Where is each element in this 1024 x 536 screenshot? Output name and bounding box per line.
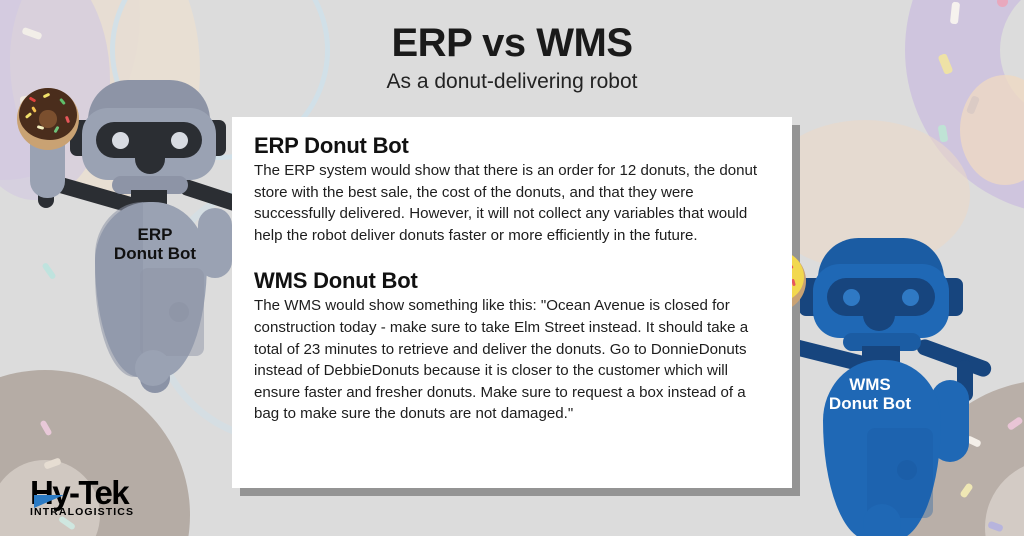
wms-robot-neck	[862, 346, 900, 364]
logo-arrow-icon	[34, 495, 64, 508]
wms-robot	[735, 232, 1024, 536]
erp-robot-base	[135, 350, 171, 386]
wms-robot-arm-right	[914, 337, 994, 379]
wms-robot-smile	[863, 315, 895, 331]
bg-sprinkle-violet-1	[965, 95, 981, 115]
erp-robot-label: ERP Donut Bot	[85, 225, 225, 263]
content-card: ERP Donut Bot The ERP system would show …	[232, 117, 792, 488]
hytek-logo[interactable]: Hy-Tek INTRALOGISTICS	[30, 476, 134, 518]
bg-sprinkle-cream-2	[43, 457, 62, 470]
erp-robot-label-line2: Donut Bot	[113, 244, 197, 264]
erp-section-body: The ERP system would show that there is …	[254, 162, 758, 244]
wms-robot-label: WMS Donut Bot	[800, 375, 940, 413]
wms-section-heading: WMS Donut Bot	[254, 268, 418, 294]
wms-robot-label-line2: Donut Bot	[828, 394, 912, 414]
wms-robot-chest-button	[897, 460, 917, 480]
erp-robot-eye-right	[171, 132, 188, 149]
wms-robot-label-line1: WMS	[849, 375, 891, 394]
erp-robot-donut	[17, 88, 79, 150]
wms-robot-base	[863, 504, 901, 536]
wms-robot-eye-left	[843, 289, 860, 306]
section-spacer	[254, 246, 768, 268]
erp-robot-eye-left	[112, 132, 129, 149]
page-title: ERP vs WMS	[391, 21, 634, 65]
header: ERP vs WMS As a donut-delivering robot	[0, 0, 1024, 94]
wms-section-body: The WMS would show something like this: …	[254, 297, 749, 423]
erp-robot-label-line1: ERP	[137, 225, 173, 244]
erp-donut-hole	[39, 110, 57, 128]
erp-robot-chest-button	[169, 302, 189, 322]
bg-sprinkle-pink-1	[39, 419, 53, 437]
erp-section-heading: ERP Donut Bot	[254, 133, 409, 158]
wms-robot-eye-right	[902, 289, 919, 306]
page-subtitle: As a donut-delivering robot	[386, 70, 638, 93]
bg-sprinkle-mint-2	[937, 124, 949, 143]
